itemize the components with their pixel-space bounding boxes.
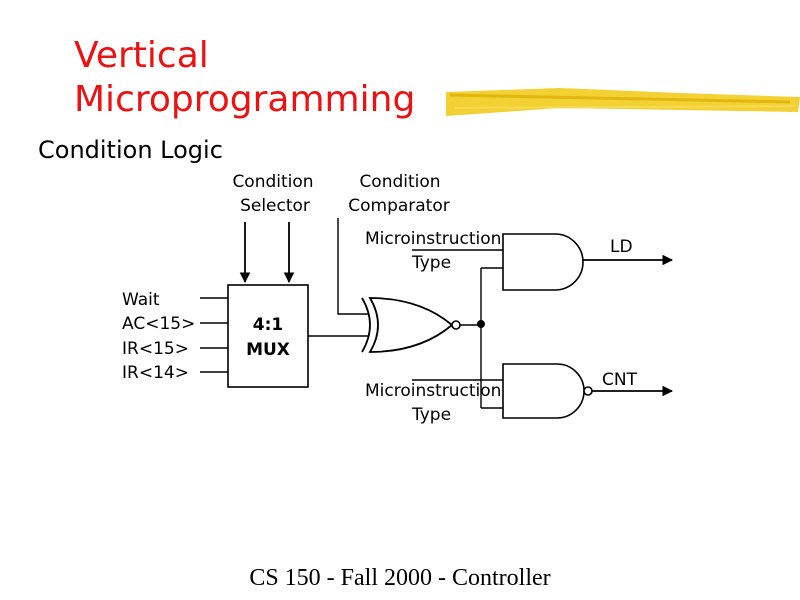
title-line-1: Vertical (74, 35, 209, 76)
nand-bubble (583, 386, 593, 396)
mux-input-wait: Wait (122, 290, 160, 310)
mux-box (227, 284, 309, 388)
condition-selector-label-1: Condition (232, 172, 313, 192)
nand-gate-cnt (502, 363, 585, 419)
condition-comparator-label-2: Comparator (348, 196, 450, 216)
condition-logic-diagram: Condition Selector Condition Comparator … (122, 172, 674, 425)
condition-comparator-label-1: Condition (359, 172, 440, 192)
lower-type-label-1: Microinstruction (365, 381, 501, 401)
condition-selector-label-2: Selector (240, 196, 310, 216)
slide-title: Vertical Microprogramming (74, 34, 415, 122)
output-cnt-label: CNT (602, 370, 638, 390)
upper-type-label-1: Microinstruction (365, 229, 501, 249)
and-gate-ld (502, 233, 584, 291)
title-line-2: Microprogramming (74, 79, 416, 120)
slide-footer: CS 150 - Fall 2000 - Controller (249, 565, 551, 591)
xnor-gate (361, 297, 461, 353)
mux-input-ir14: IR<14> (122, 363, 189, 383)
mux-label-2: MUX (246, 340, 290, 360)
upper-type-label-2: Type (411, 253, 451, 273)
mux-input-ac15: AC<15> (122, 314, 195, 334)
mux-label-1: 4:1 (253, 315, 283, 335)
highlighter-stroke (446, 88, 800, 116)
mux-input-ir15: IR<15> (122, 339, 189, 359)
lower-type-label-2: Type (411, 405, 451, 425)
comparator-wire (337, 218, 368, 315)
output-ld-label: LD (610, 237, 633, 257)
slide-subtitle: Condition Logic (38, 136, 223, 164)
